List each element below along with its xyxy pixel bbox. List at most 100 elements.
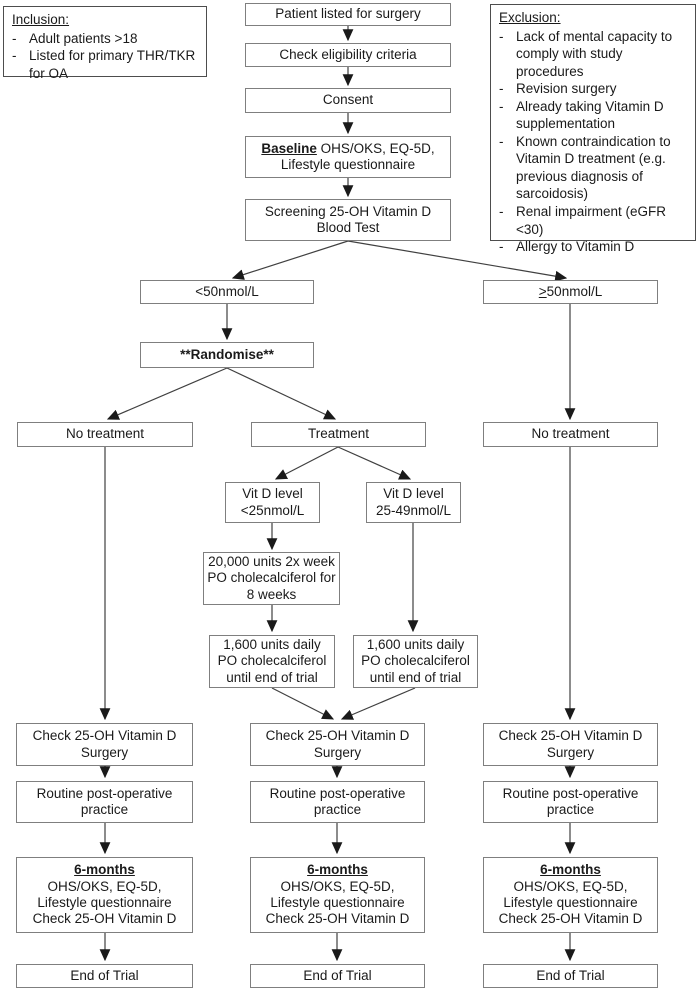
- box-end-of-trial: End of Trial: [16, 964, 193, 988]
- exclusion-item: - Allergy to Vitamin D: [497, 238, 689, 256]
- box-label: End of Trial: [70, 967, 139, 983]
- box-line: 20,000 units 2x week: [208, 553, 335, 569]
- box-line: PO cholecalciferol: [217, 653, 327, 669]
- box-end-of-trial: End of Trial: [483, 964, 658, 988]
- box-routine-practice: Routine post-operative practice: [16, 781, 193, 823]
- box-label: End of Trial: [536, 967, 605, 983]
- box-baseline-questionnaires: Baseline OHS/OKS, EQ-5D, Lifestyle quest…: [245, 136, 451, 178]
- box-routine-practice: Routine post-operative practice: [483, 781, 658, 823]
- box-check-vitd-surgery: Check 25-OH Vitamin D Surgery: [16, 723, 193, 766]
- box-line: Check 25-OH Vitamin D: [498, 911, 643, 927]
- box-line: Surgery: [313, 744, 362, 760]
- box-line: practice: [546, 802, 595, 817]
- box-below-50nmol: <50nmol/L: [140, 280, 314, 304]
- box-line: until end of trial: [226, 669, 318, 685]
- box-patient-listed: Patient listed for surgery: [245, 3, 451, 26]
- exclusion-item-text: Revision surgery: [516, 81, 617, 97]
- exclusion-item: - Revision surgery: [497, 80, 689, 98]
- bullet-dash: -: [499, 133, 504, 149]
- box-line: Lifestyle questionnaire: [503, 895, 638, 910]
- box-label: Consent: [322, 92, 374, 108]
- box-line: PO cholecalciferol for: [207, 570, 336, 586]
- box-check-eligibility: Check eligibility criteria: [245, 43, 451, 67]
- inclusion-item: - Adult patients >18: [10, 30, 200, 48]
- bullet-dash: -: [499, 98, 504, 114]
- six-months-title: 6-months: [540, 862, 601, 878]
- box-check-vitd-surgery: Check 25-OH Vitamin D Surgery: [483, 723, 658, 766]
- box-line: PO cholecalciferol: [361, 653, 470, 669]
- exclusion-item-text: Known contraindication to Vitamin D trea…: [516, 133, 671, 202]
- box-line: <25nmol/L: [240, 502, 305, 518]
- box-line: Surgery: [546, 744, 595, 760]
- inclusion-item-text: Adult patients >18: [29, 30, 138, 46]
- geq-sign: >: [538, 283, 547, 299]
- bullet-dash: -: [499, 81, 504, 97]
- box-line: Baseline OHS/OKS, EQ-5D,: [261, 141, 434, 157]
- box-no-treatment-right: No treatment: [483, 422, 658, 447]
- exclusion-item-text: Lack of mental capacity to comply with s…: [516, 28, 673, 79]
- bullet-dash: -: [499, 28, 504, 44]
- box-line: Check 25-OH Vitamin D: [32, 728, 177, 744]
- box-label: No treatment: [531, 426, 610, 442]
- box-line: >50nmol/L: [539, 284, 602, 300]
- inclusion-item: - Listed for primary THR/TKR for OA: [10, 47, 200, 82]
- box-line: Lifestyle questionnaire: [280, 157, 416, 172]
- box-line: 1,600 units daily: [366, 636, 465, 652]
- box-line: Routine post-operative: [502, 785, 639, 801]
- box-six-months-followup: 6-months OHS/OKS, EQ-5D, Lifestyle quest…: [250, 857, 425, 933]
- arrow-treatment-to-vitd-low: [274, 446, 339, 480]
- box-line: Screening 25-OH Vitamin D: [264, 203, 432, 219]
- box-treatment: Treatment: [251, 422, 426, 447]
- exclusion-item: - Lack of mental capacity to comply with…: [497, 28, 689, 81]
- exclusion-item-text: Allergy to Vitamin D: [516, 239, 635, 255]
- box-line: Check 25-OH Vitamin D: [32, 911, 177, 927]
- box-line: practice: [313, 802, 362, 817]
- exclusion-title: Exclusion:: [499, 10, 561, 25]
- exclusion-item: - Already taking Vitamin D supplementati…: [497, 98, 689, 133]
- box-label: OHS/OKS, EQ-5D,: [316, 140, 435, 156]
- box-line: OHS/OKS, EQ-5D,: [47, 878, 162, 894]
- box-label: 50nmol/L: [546, 283, 603, 299]
- box-above-equal-50nmol: >50nmol/L: [483, 280, 658, 304]
- exclusion-criteria-panel: Exclusion: - Lack of mental capacity to …: [490, 4, 696, 254]
- exclusion-item-text: Already taking Vitamin D supplementation: [516, 98, 664, 132]
- bullet-dash: -: [499, 204, 504, 220]
- box-maintenance-dose-left: 1,600 units daily PO cholecalciferol unt…: [209, 635, 335, 688]
- inclusion-item-text: Listed for primary THR/TKR for OA: [29, 48, 196, 81]
- exclusion-item: - Known contraindication to Vitamin D tr…: [497, 133, 689, 203]
- arrow-maintleft-to-check: [271, 687, 335, 720]
- bullet-dash: -: [499, 239, 504, 255]
- inclusion-title: Inclusion:: [12, 12, 70, 27]
- six-months-title: 6-months: [74, 862, 135, 878]
- box-line: Vit D level: [242, 486, 303, 502]
- box-six-months-followup: 6-months OHS/OKS, EQ-5D, Lifestyle quest…: [483, 857, 658, 933]
- box-check-vitd-surgery: Check 25-OH Vitamin D Surgery: [250, 723, 425, 766]
- six-months-title: 6-months: [307, 862, 368, 878]
- box-label: **Randomise**: [180, 346, 274, 362]
- box-line: Surgery: [80, 744, 129, 760]
- bullet-dash: -: [12, 30, 17, 46]
- box-line: OHS/OKS, EQ-5D,: [280, 878, 395, 894]
- box-no-treatment-left: No treatment: [17, 422, 193, 447]
- box-label: End of Trial: [303, 967, 372, 983]
- box-line: 8 weeks: [246, 586, 297, 602]
- box-line: practice: [80, 802, 129, 817]
- box-screening-blood-test: Screening 25-OH Vitamin D Blood Test: [245, 199, 451, 241]
- inclusion-criteria-panel: Inclusion: - Adult patients >18 - Listed…: [3, 6, 207, 81]
- box-label: Check eligibility criteria: [279, 46, 417, 62]
- box-end-of-trial: End of Trial: [250, 964, 425, 988]
- box-label: <50nmol/L: [195, 283, 259, 299]
- box-label: No treatment: [65, 426, 145, 442]
- arrow-treatment-to-vitd-mid: [337, 446, 412, 480]
- box-label: Treatment: [307, 426, 370, 442]
- box-routine-practice: Routine post-operative practice: [250, 781, 425, 823]
- box-maintenance-dose-right: 1,600 units daily PO cholecalciferol unt…: [353, 635, 478, 688]
- box-line: Blood Test: [316, 220, 380, 235]
- box-six-months-followup: 6-months OHS/OKS, EQ-5D, Lifestyle quest…: [16, 857, 193, 933]
- arrow-randomise-to-notreatment: [106, 367, 228, 420]
- baseline-emphasis: Baseline: [261, 140, 317, 156]
- arrow-randomise-to-treatment: [226, 367, 337, 420]
- box-line: Routine post-operative: [269, 785, 406, 801]
- exclusion-item-text: Renal impairment (eGFR <30): [516, 204, 667, 237]
